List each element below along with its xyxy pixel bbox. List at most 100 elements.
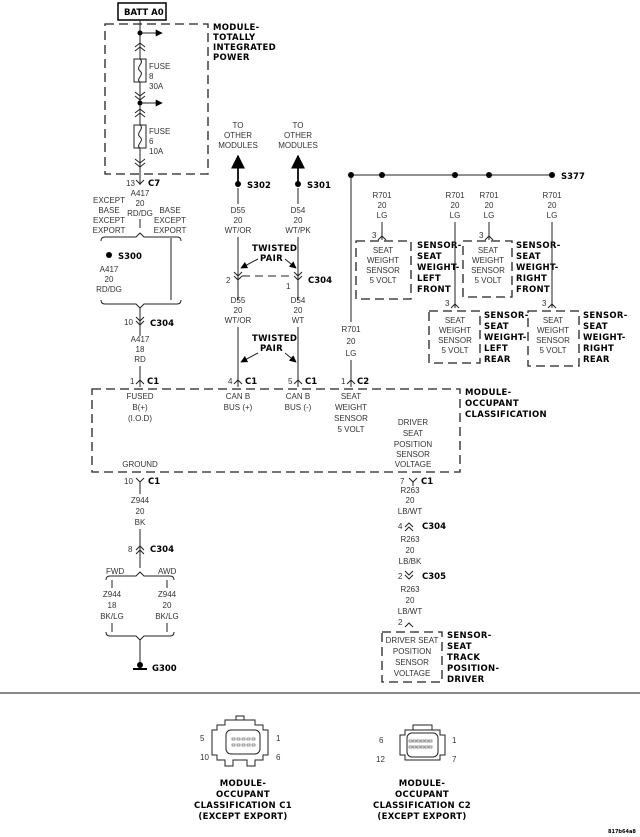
svg-text:SEAT: SEAT [543,316,563,325]
svg-text:FRONT: FRONT [516,285,550,295]
svg-text:3: 3 [445,299,450,308]
svg-text:20: 20 [548,201,557,210]
svg-text:SEAT: SEAT [417,252,442,262]
svg-text:R263: R263 [400,486,420,495]
svg-text:SENSOR-: SENSOR- [484,311,529,321]
svg-text:1: 1 [452,736,457,745]
svg-text:SEAT: SEAT [373,246,393,255]
svg-text:D54: D54 [291,206,306,215]
svg-text:5 VOLT: 5 VOLT [475,276,502,285]
svg-text:OCCUPANT: OCCUPANT [395,790,449,800]
svg-text:20: 20 [294,306,303,315]
svg-text:SEAT: SEAT [478,246,498,255]
svg-text:5 VOLT: 5 VOLT [338,425,365,434]
connector-view-c1: 5 10 1 6 MODULE- OCCUPANT CLASSIFICATION… [194,715,292,822]
svg-text:FRONT: FRONT [417,285,451,295]
svg-text:20: 20 [347,337,356,346]
svg-text:SENSOR: SENSOR [395,658,429,667]
svg-text:18: 18 [136,345,145,354]
svg-text:5 VOLT: 5 VOLT [442,346,469,355]
svg-text:20: 20 [406,596,415,605]
svg-text:R701: R701 [445,191,465,200]
svg-text:AWD: AWD [158,567,177,576]
svg-text:SENSOR: SENSOR [366,266,400,275]
svg-text:12: 12 [376,755,385,764]
svg-text:BASE: BASE [98,206,119,215]
svg-text:LG: LG [484,211,495,220]
svg-text:C7: C7 [148,179,160,189]
svg-text:REAR: REAR [484,355,511,365]
svg-text:OCCUPANT: OCCUPANT [465,399,519,409]
svg-text:SEAT: SEAT [583,322,608,332]
svg-text:D55: D55 [231,296,246,305]
svg-text:20: 20 [163,601,172,610]
svg-text:BUS (-): BUS (-) [285,403,312,412]
svg-text:5: 5 [288,377,293,386]
svg-text:S377: S377 [561,172,585,182]
svg-text:OCCUPANT: OCCUPANT [216,790,270,800]
svg-text:20: 20 [378,201,387,210]
svg-text:SEAT: SEAT [445,316,465,325]
svg-text:Z944: Z944 [103,590,122,599]
svg-text:10: 10 [124,318,133,327]
svg-text:FUSE: FUSE [149,62,170,71]
svg-text:3: 3 [479,231,484,240]
svg-text:BK/LG: BK/LG [100,612,124,621]
connector-view-c2: 6 12 1 7 MODULE- OCCUPANT CLASSIFICATION… [373,724,471,822]
svg-text:DRIVER: DRIVER [447,675,485,685]
svg-text:BASE: BASE [159,206,180,215]
svg-text:A417: A417 [100,265,119,274]
svg-text:R263: R263 [400,585,420,594]
svg-text:MODULE-: MODULE- [220,779,267,789]
svg-text:TRACK: TRACK [447,653,480,663]
svg-text:5 VOLT: 5 VOLT [540,346,567,355]
svg-text:(EXCEPT EXPORT): (EXCEPT EXPORT) [198,812,287,822]
svg-text:C304: C304 [150,319,174,329]
svg-text:S301: S301 [307,181,331,191]
svg-text:WEIGHT: WEIGHT [335,403,367,412]
svg-text:WT/OR: WT/OR [225,226,252,235]
svg-text:C304: C304 [308,276,332,286]
svg-text:RD/DG: RD/DG [96,285,122,294]
svg-text:POSITION-: POSITION- [447,664,499,674]
fuse-8-icon [133,58,147,83]
svg-text:DRIVER SEAT: DRIVER SEAT [386,636,439,645]
svg-text:D54: D54 [291,296,306,305]
svg-text:SEAT: SEAT [403,429,423,438]
battery-label-box: BATT A0 [117,2,167,21]
svg-text:1: 1 [341,377,346,386]
ground-g300-icon [133,662,147,670]
svg-text:C1: C1 [245,377,257,387]
svg-text:TOTALLY: TOTALLY [213,33,256,43]
svg-text:EXCEPT: EXCEPT [154,216,186,225]
svg-text:TO: TO [293,121,304,130]
svg-text:C1: C1 [148,477,160,487]
svg-text:BUS (+): BUS (+) [224,403,253,412]
svg-text:C1: C1 [421,477,433,487]
svg-text:DRIVER: DRIVER [398,418,428,427]
svg-text:FWD: FWD [106,567,124,576]
svg-text:EXPORT: EXPORT [93,226,126,235]
svg-text:WT/PK: WT/PK [285,226,311,235]
svg-text:2: 2 [226,276,231,285]
svg-text:5: 5 [200,734,205,743]
svg-text:7: 7 [400,477,405,486]
svg-text:G300: G300 [152,664,177,674]
sensor-seat-weight-left-rear: SEAT WEIGHT SENSOR 5 VOLT SENSOR- SEAT W… [428,310,529,365]
svg-text:8: 8 [149,72,154,81]
svg-text:MODULE-: MODULE- [399,779,446,789]
svg-text:R701: R701 [372,191,392,200]
svg-text:S302: S302 [247,181,271,191]
svg-text:C304: C304 [150,545,174,555]
svg-text:SENSOR-: SENSOR- [417,241,462,251]
svg-text:REAR: REAR [583,355,610,365]
svg-text:R701: R701 [341,325,361,334]
svg-text:SENSOR: SENSOR [438,336,472,345]
svg-text:FUSE: FUSE [149,127,170,136]
svg-text:R701: R701 [542,191,562,200]
svg-text:D55: D55 [231,206,246,215]
svg-text:C2: C2 [357,377,369,387]
svg-text:SENSOR: SENSOR [396,450,430,459]
svg-text:WEIGHT: WEIGHT [367,256,399,265]
svg-text:R263: R263 [400,535,420,544]
